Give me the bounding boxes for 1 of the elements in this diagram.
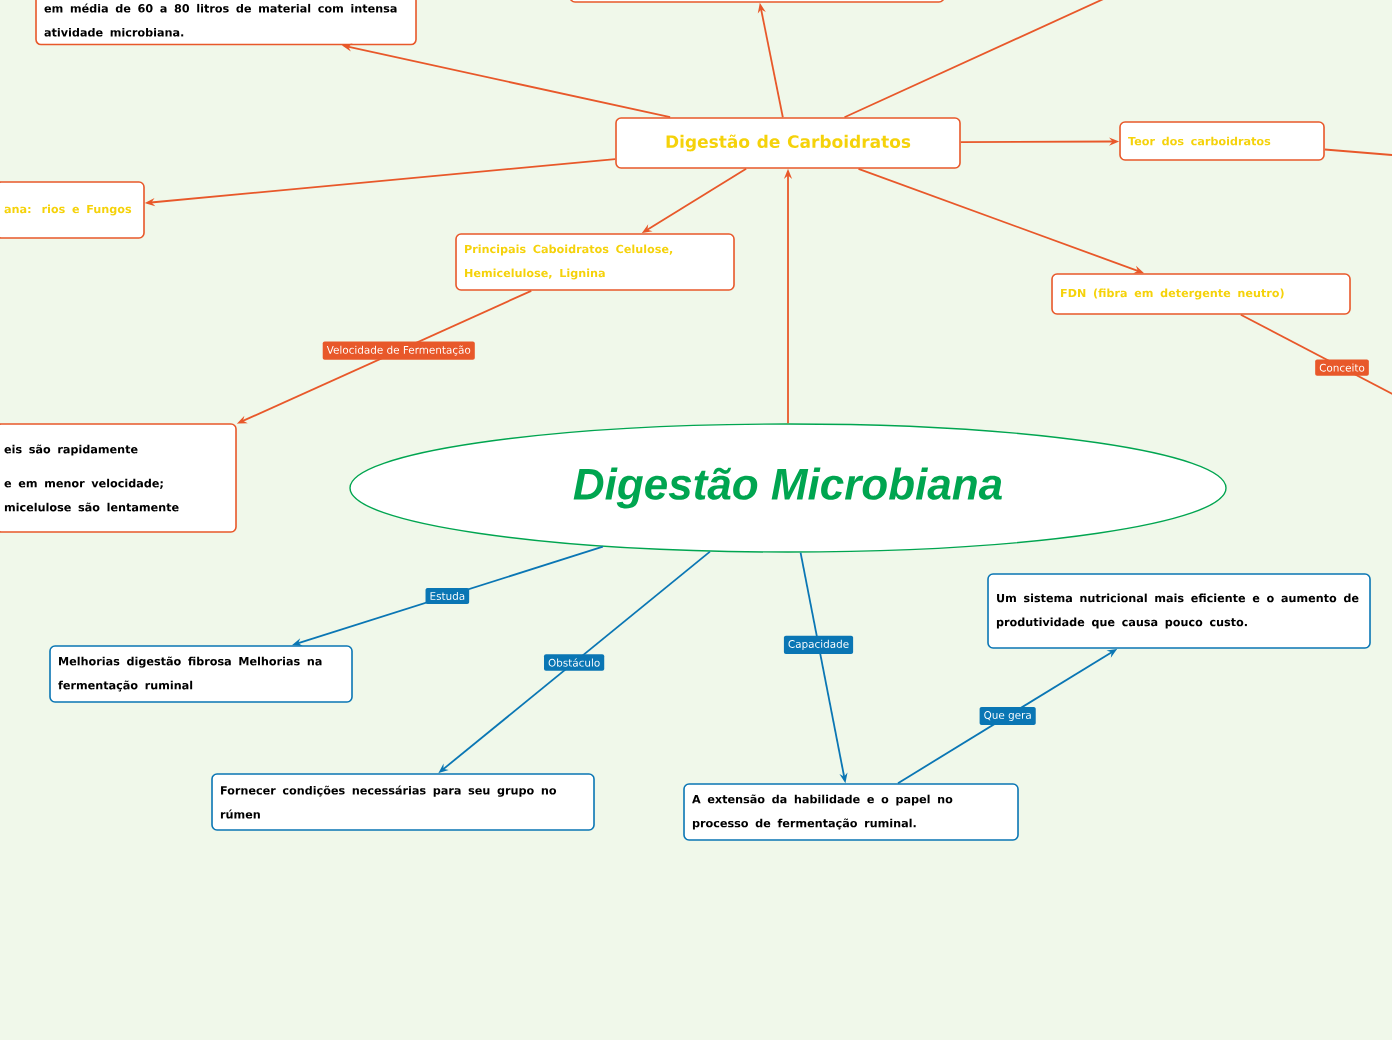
- topic-box: Digestão de Carboidratos: [615, 117, 961, 169]
